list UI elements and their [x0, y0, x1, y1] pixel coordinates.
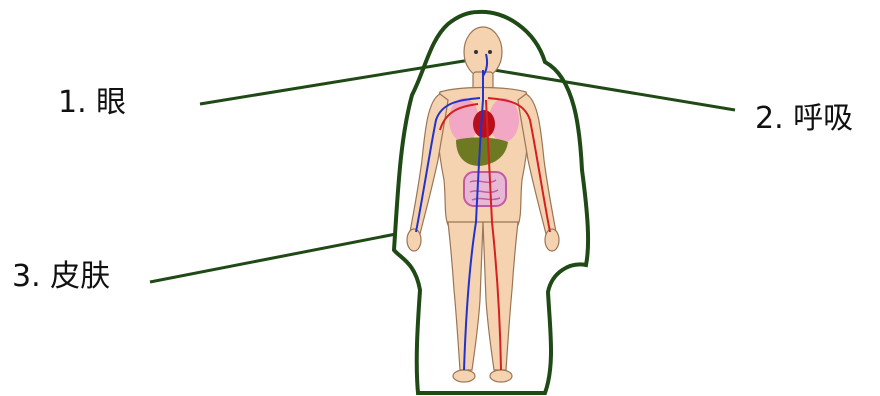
left-hand: [407, 229, 421, 251]
eye-left: [474, 50, 478, 54]
pointer-line-skin: [150, 234, 396, 282]
right-hand: [545, 229, 559, 251]
small-intestine: [464, 172, 506, 206]
heart: [473, 110, 495, 138]
left-foot: [453, 370, 475, 382]
label-breathing: 2. 呼吸: [755, 104, 853, 134]
right-foot: [490, 370, 512, 382]
eye-right: [488, 50, 492, 54]
label-skin: 3. 皮肤: [12, 262, 110, 292]
pointer-line-eye: [200, 60, 470, 104]
label-eye: 1. 眼: [58, 88, 126, 118]
head: [464, 27, 502, 77]
